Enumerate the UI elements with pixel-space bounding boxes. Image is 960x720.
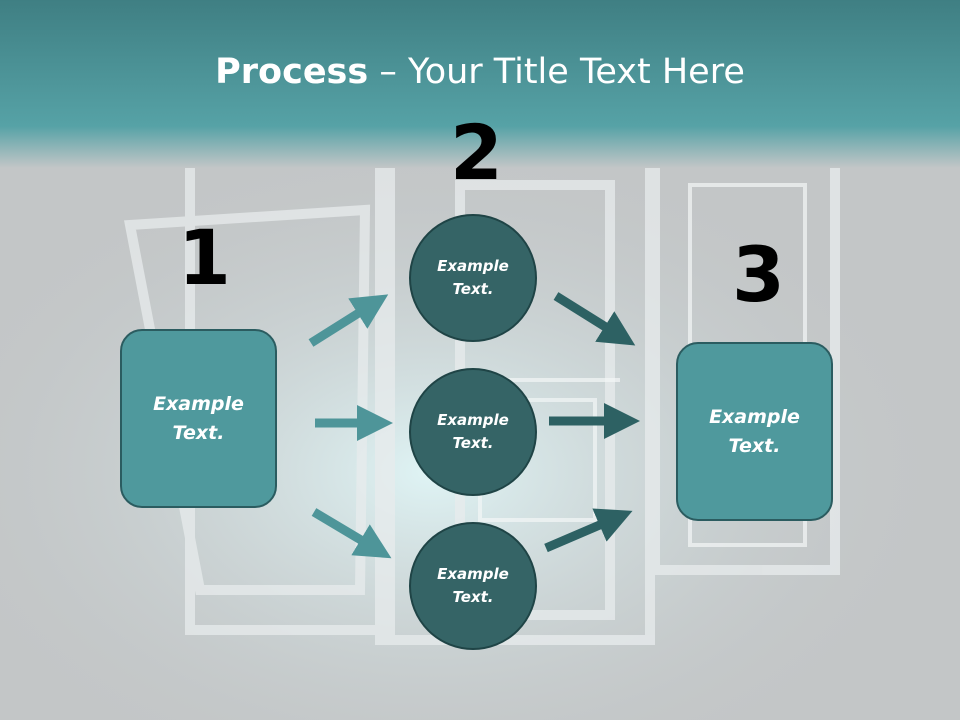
circle-bottom-text-line2: Text. xyxy=(452,588,494,606)
arrow-1-to-top xyxy=(308,294,389,347)
step-number-1: 1 xyxy=(178,213,231,302)
circle-top-text-line2: Text. xyxy=(452,280,494,298)
arrow-bottom-to-3 xyxy=(544,508,633,553)
step-number-2: 2 xyxy=(450,108,503,197)
circle-bottom: Example Text. xyxy=(409,522,537,650)
page-title: Process – Your Title Text Here xyxy=(0,52,960,92)
step-1-text-line2: Text. xyxy=(172,421,225,444)
circle-top: Example Text. xyxy=(409,214,537,342)
step-3-box: Example Text. xyxy=(676,342,833,521)
circle-middle-text-line1: Example xyxy=(437,411,509,429)
circle-middle: Example Text. xyxy=(409,368,537,496)
circle-bottom-text-line1: Example xyxy=(437,565,509,583)
step-1-text-line1: Example xyxy=(153,392,244,415)
title-rest: – Your Title Text Here xyxy=(368,52,745,92)
title-bold: Process xyxy=(215,52,369,92)
step-3-text-line1: Example xyxy=(709,405,800,428)
arrow-top-to-3 xyxy=(553,292,636,346)
arrow-1-to-bottom xyxy=(311,508,392,559)
circle-middle-text-line2: Text. xyxy=(452,434,494,452)
step-number-3: 3 xyxy=(732,230,785,319)
circle-top-text-line1: Example xyxy=(437,257,509,275)
step-1-box: Example Text. xyxy=(120,329,277,508)
step-3-text-line2: Text. xyxy=(728,434,781,457)
